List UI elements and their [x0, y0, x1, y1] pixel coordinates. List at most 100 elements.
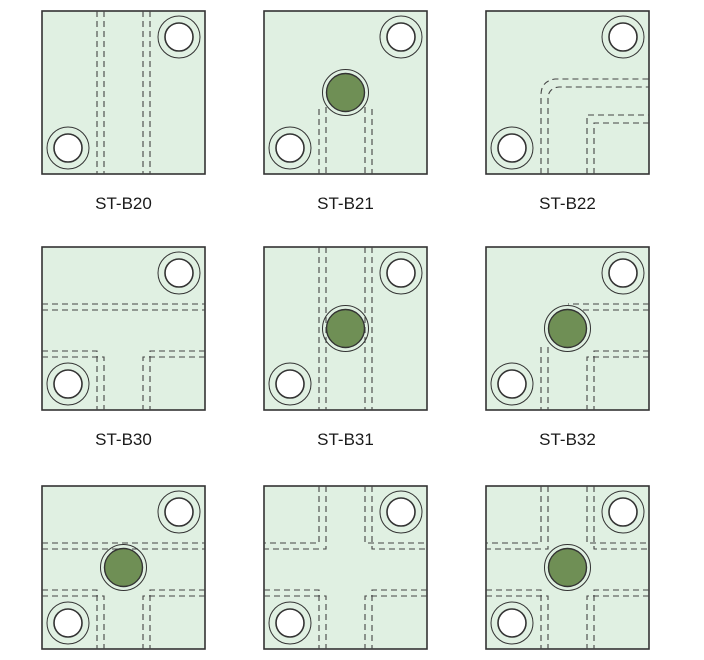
mount-hole-bottom-left-inner [275, 133, 305, 163]
mount-hole-bottom-left-inner [275, 608, 305, 638]
channel-line [593, 589, 649, 649]
center-pin-ring [544, 544, 591, 591]
mount-hole-bottom-left [490, 601, 534, 645]
mount-hole-bottom-left [46, 362, 90, 406]
tile-8 [263, 485, 428, 650]
center-pin-disc [103, 547, 144, 588]
mount-hole-top-right-outer-ring [601, 251, 645, 295]
channel-line [264, 595, 327, 649]
mount-hole-top-right [157, 490, 201, 534]
mount-hole-top-right-inner [386, 497, 416, 527]
mount-hole-top-right-outer-ring [379, 15, 423, 59]
tile-7 [41, 485, 206, 650]
channel-line [42, 356, 105, 410]
tile-4: ST-B30 [41, 246, 206, 449]
mount-hole-bottom-left-outer-ring [46, 601, 90, 645]
mount-hole-top-right-outer-ring [379, 251, 423, 295]
channel-line [593, 350, 649, 410]
channel-line [149, 589, 205, 649]
mount-hole-top-right-inner [164, 22, 194, 52]
mount-hole-top-right [157, 251, 201, 295]
center-pin-ring [100, 544, 147, 591]
tile-label: ST-B21 [317, 194, 374, 213]
mount-hole-bottom-left [46, 601, 90, 645]
mount-hole-bottom-left [268, 126, 312, 170]
mount-hole-top-right [379, 251, 423, 295]
mount-hole-bottom-left-outer-ring [490, 126, 534, 170]
mount-hole-bottom-left-outer-ring [268, 126, 312, 170]
mount-hole-top-right-outer-ring [157, 15, 201, 59]
mount-hole-bottom-left [490, 126, 534, 170]
mount-hole-bottom-left-inner [53, 608, 83, 638]
center-pin [322, 305, 369, 352]
channel-line [149, 350, 205, 410]
mount-hole-bottom-left-inner [275, 369, 305, 399]
mount-hole-top-right-inner [608, 497, 638, 527]
channel-line [42, 589, 98, 649]
mount-hole-bottom-left-outer-ring [490, 362, 534, 406]
mount-hole-top-right [601, 490, 645, 534]
mount-hole-top-right [601, 15, 645, 59]
mount-hole-top-right-inner [164, 497, 194, 527]
channel-line [593, 122, 649, 174]
channel-line [486, 595, 549, 649]
channel-line [264, 486, 320, 544]
mount-hole-top-right-inner [386, 22, 416, 52]
center-pin-disc [547, 308, 588, 349]
mount-hole-bottom-left-inner [53, 133, 83, 163]
mount-hole-top-right-outer-ring [157, 251, 201, 295]
center-pin [544, 544, 591, 591]
mount-hole-bottom-left-outer-ring [46, 362, 90, 406]
mount-hole-top-right-outer-ring [601, 15, 645, 59]
channel-line [547, 86, 649, 174]
center-pin [322, 69, 369, 116]
tile-label: ST-B30 [95, 430, 152, 449]
mount-hole-top-right-inner [608, 22, 638, 52]
tile-5: ST-B31 [263, 246, 428, 449]
mount-hole-bottom-left-outer-ring [46, 126, 90, 170]
tile-3: ST-B22 [485, 10, 650, 213]
channel-line [586, 595, 649, 649]
mount-hole-top-right [157, 15, 201, 59]
tile-1: ST-B20 [41, 10, 206, 213]
mount-hole-bottom-left [268, 601, 312, 645]
channel-line [593, 486, 649, 550]
channel-line [42, 595, 105, 649]
tile-label: ST-B31 [317, 430, 374, 449]
channel-line [486, 486, 549, 550]
channel-line [142, 595, 205, 649]
mount-hole-top-right-outer-ring [379, 490, 423, 534]
mount-hole-top-right-outer-ring [601, 490, 645, 534]
center-pin-ring [544, 305, 591, 352]
mount-hole-top-right [379, 490, 423, 534]
channel-line [486, 486, 542, 544]
mount-hole-bottom-left-inner [497, 133, 527, 163]
tile-label: ST-B32 [539, 430, 596, 449]
mount-hole-top-right-inner [608, 258, 638, 288]
mount-hole-top-right-outer-ring [157, 490, 201, 534]
channel-line [371, 589, 427, 649]
channel-line [142, 356, 205, 410]
mount-hole-bottom-left-outer-ring [268, 601, 312, 645]
channel-line [42, 350, 98, 410]
channel-line [371, 486, 427, 550]
mount-hole-bottom-left-inner [497, 369, 527, 399]
channel-line [264, 486, 327, 550]
channel-line [364, 595, 427, 649]
mount-hole-top-right [601, 251, 645, 295]
tile-6: ST-B32 [485, 246, 650, 449]
channel-line [586, 114, 649, 174]
mount-hole-bottom-left [268, 362, 312, 406]
mount-hole-bottom-left [490, 362, 534, 406]
mount-hole-top-right [379, 15, 423, 59]
mount-hole-top-right-inner [164, 258, 194, 288]
center-pin-disc [325, 72, 366, 113]
tile-2: ST-B21 [263, 10, 428, 213]
channel-line [540, 78, 649, 174]
center-pin-ring [322, 69, 369, 116]
center-pin-disc [547, 547, 588, 588]
center-pin-disc [325, 308, 366, 349]
channel-line [486, 589, 542, 649]
